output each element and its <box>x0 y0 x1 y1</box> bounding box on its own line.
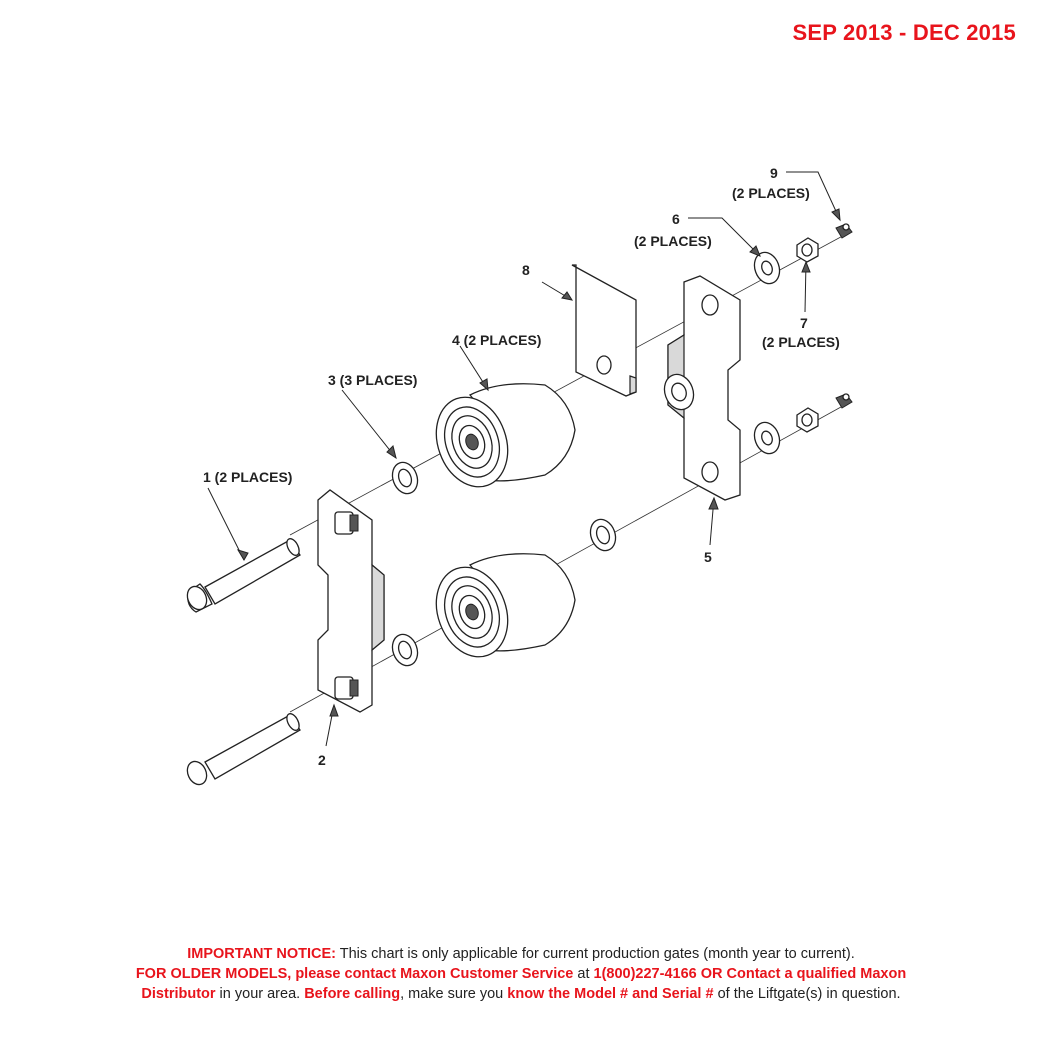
notice-line-2: FOR OLDER MODELS, please contact Maxon C… <box>0 964 1042 984</box>
notice-line-3-text: in your area. <box>215 986 305 1002</box>
plate <box>571 264 637 397</box>
callout-labels: 1 (2 PLACES) 2 3 (3 PLACES) 4 (2 PLACES)… <box>203 165 840 768</box>
notice-distributor: Distributor <box>141 986 216 1002</box>
grease-fitting-upper <box>835 223 853 239</box>
callout-8: 8 <box>522 262 530 278</box>
notice-line-3-text-3: of the Liftgate(s) in question. <box>713 986 901 1002</box>
notice-at: at <box>573 966 594 982</box>
callout-5: 5 <box>704 549 712 565</box>
callout-6-number: 6 <box>672 211 680 227</box>
notice-line-1: IMPORTANT NOTICE: This chart is only app… <box>0 944 1042 964</box>
washer-upper-right <box>753 251 781 285</box>
callout-1: 1 (2 PLACES) <box>203 469 292 485</box>
grease-fitting-lower <box>835 393 853 409</box>
roller-upper <box>435 383 576 488</box>
notice-line-3-text-2: , make sure you <box>400 986 508 1002</box>
callout-4: 4 (2 PLACES) <box>452 332 541 348</box>
left-bracket <box>317 489 385 713</box>
notice-before-calling: Before calling <box>304 986 401 1002</box>
callout-6-quantity: (2 PLACES) <box>634 233 712 249</box>
leader-lines <box>207 171 841 747</box>
washer-upper-left <box>391 461 419 495</box>
nut-upper <box>796 237 819 263</box>
notice-older-models: FOR OLDER MODELS, please contact Maxon C… <box>135 966 574 982</box>
notice-line-1-text: This chart is only applicable for curren… <box>335 946 855 962</box>
washer-lower-left <box>391 633 419 667</box>
right-bracket <box>663 275 741 501</box>
nut-lower <box>796 407 819 433</box>
assembly-axis-lines <box>289 231 851 713</box>
roller-lower <box>435 553 576 658</box>
important-notice: IMPORTANT NOTICE: This chart is only app… <box>0 944 1042 1004</box>
callout-2: 2 <box>318 752 326 768</box>
callout-7-number: 7 <box>800 315 808 331</box>
notice-model-serial: know the Model # and Serial # <box>507 986 714 1002</box>
callout-7-quantity: (2 PLACES) <box>762 334 840 350</box>
notice-phone: 1(800)227-4166 OR Contact a qualified Ma… <box>593 966 907 982</box>
notice-heading: IMPORTANT NOTICE: <box>187 946 336 962</box>
date-range-header: SEP 2013 - DEC 2015 <box>792 20 1016 45</box>
callout-9-number: 9 <box>770 165 778 181</box>
pin-lower <box>186 713 301 786</box>
notice-line-3: Distributor in your area. Before calling… <box>0 984 1042 1004</box>
washer-mid-right <box>753 421 781 455</box>
pin-upper <box>186 538 301 613</box>
washer-lower-right <box>589 518 617 552</box>
callout-9-quantity: (2 PLACES) <box>732 185 810 201</box>
callout-3: 3 (3 PLACES) <box>328 372 417 388</box>
